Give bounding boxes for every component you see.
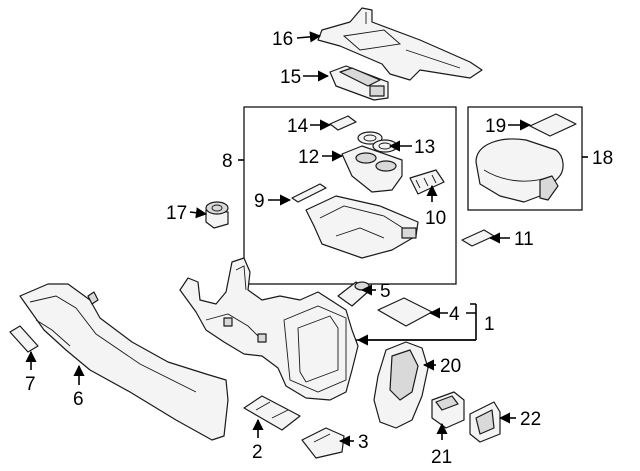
callout-5: 5: [380, 281, 391, 302]
part-12-cup-holder: [341, 145, 403, 193]
part-18-armrest-lid: [475, 138, 564, 203]
part-5-bracket: [337, 281, 371, 307]
part-6-side-trim: [19, 283, 229, 441]
part-8-console-tray: [305, 195, 419, 259]
part-21-bin-insert: [431, 391, 465, 429]
part-14-pad: [329, 115, 357, 131]
callout-1: 1: [484, 314, 495, 335]
callout-7: 7: [25, 374, 36, 395]
callout-13: 13: [414, 137, 435, 158]
group-box-8: [243, 106, 457, 285]
callout-10: 10: [425, 208, 446, 229]
leader-16: [296, 31, 322, 43]
part-2-bracket: [243, 395, 301, 431]
callout-4: 4: [449, 304, 460, 325]
part-11-clip: [461, 229, 495, 247]
callout-9: 9: [254, 191, 265, 212]
callout-19: 19: [485, 116, 506, 137]
leader-17: [189, 207, 208, 219]
part-19-armrest-pad: [529, 113, 577, 137]
part-15-shifter-bezel: [329, 65, 389, 101]
callout-18: 18: [592, 148, 613, 169]
part-20-storage-bin: [373, 341, 429, 429]
part-3-bracket: [301, 427, 345, 459]
callout-16: 16: [272, 29, 293, 50]
callout-12: 12: [298, 147, 319, 168]
leader-1-bracket: [356, 303, 477, 341]
callout-8: 8: [222, 151, 233, 172]
part-22-trim-ring: [469, 401, 501, 443]
group-box-18: [467, 106, 583, 211]
part-1-console-frame: [179, 257, 359, 401]
callout-17: 17: [166, 203, 187, 224]
callout-11: 11: [514, 229, 534, 250]
part-9-strip: [291, 183, 327, 203]
part-7-end-cap: [9, 325, 39, 353]
callout-3: 3: [358, 432, 369, 453]
callout-6: 6: [73, 389, 84, 410]
callout-20: 20: [440, 356, 461, 377]
part-10-switch-panel: [409, 169, 445, 195]
callout-15: 15: [280, 67, 301, 88]
callout-2: 2: [252, 442, 263, 463]
callout-21: 21: [431, 447, 452, 468]
callout-14: 14: [287, 116, 309, 137]
callout-22: 22: [520, 409, 541, 430]
part-17-power-outlet: [205, 201, 229, 229]
part-4-pad: [377, 297, 433, 327]
part-16-top-trim: [317, 7, 483, 81]
